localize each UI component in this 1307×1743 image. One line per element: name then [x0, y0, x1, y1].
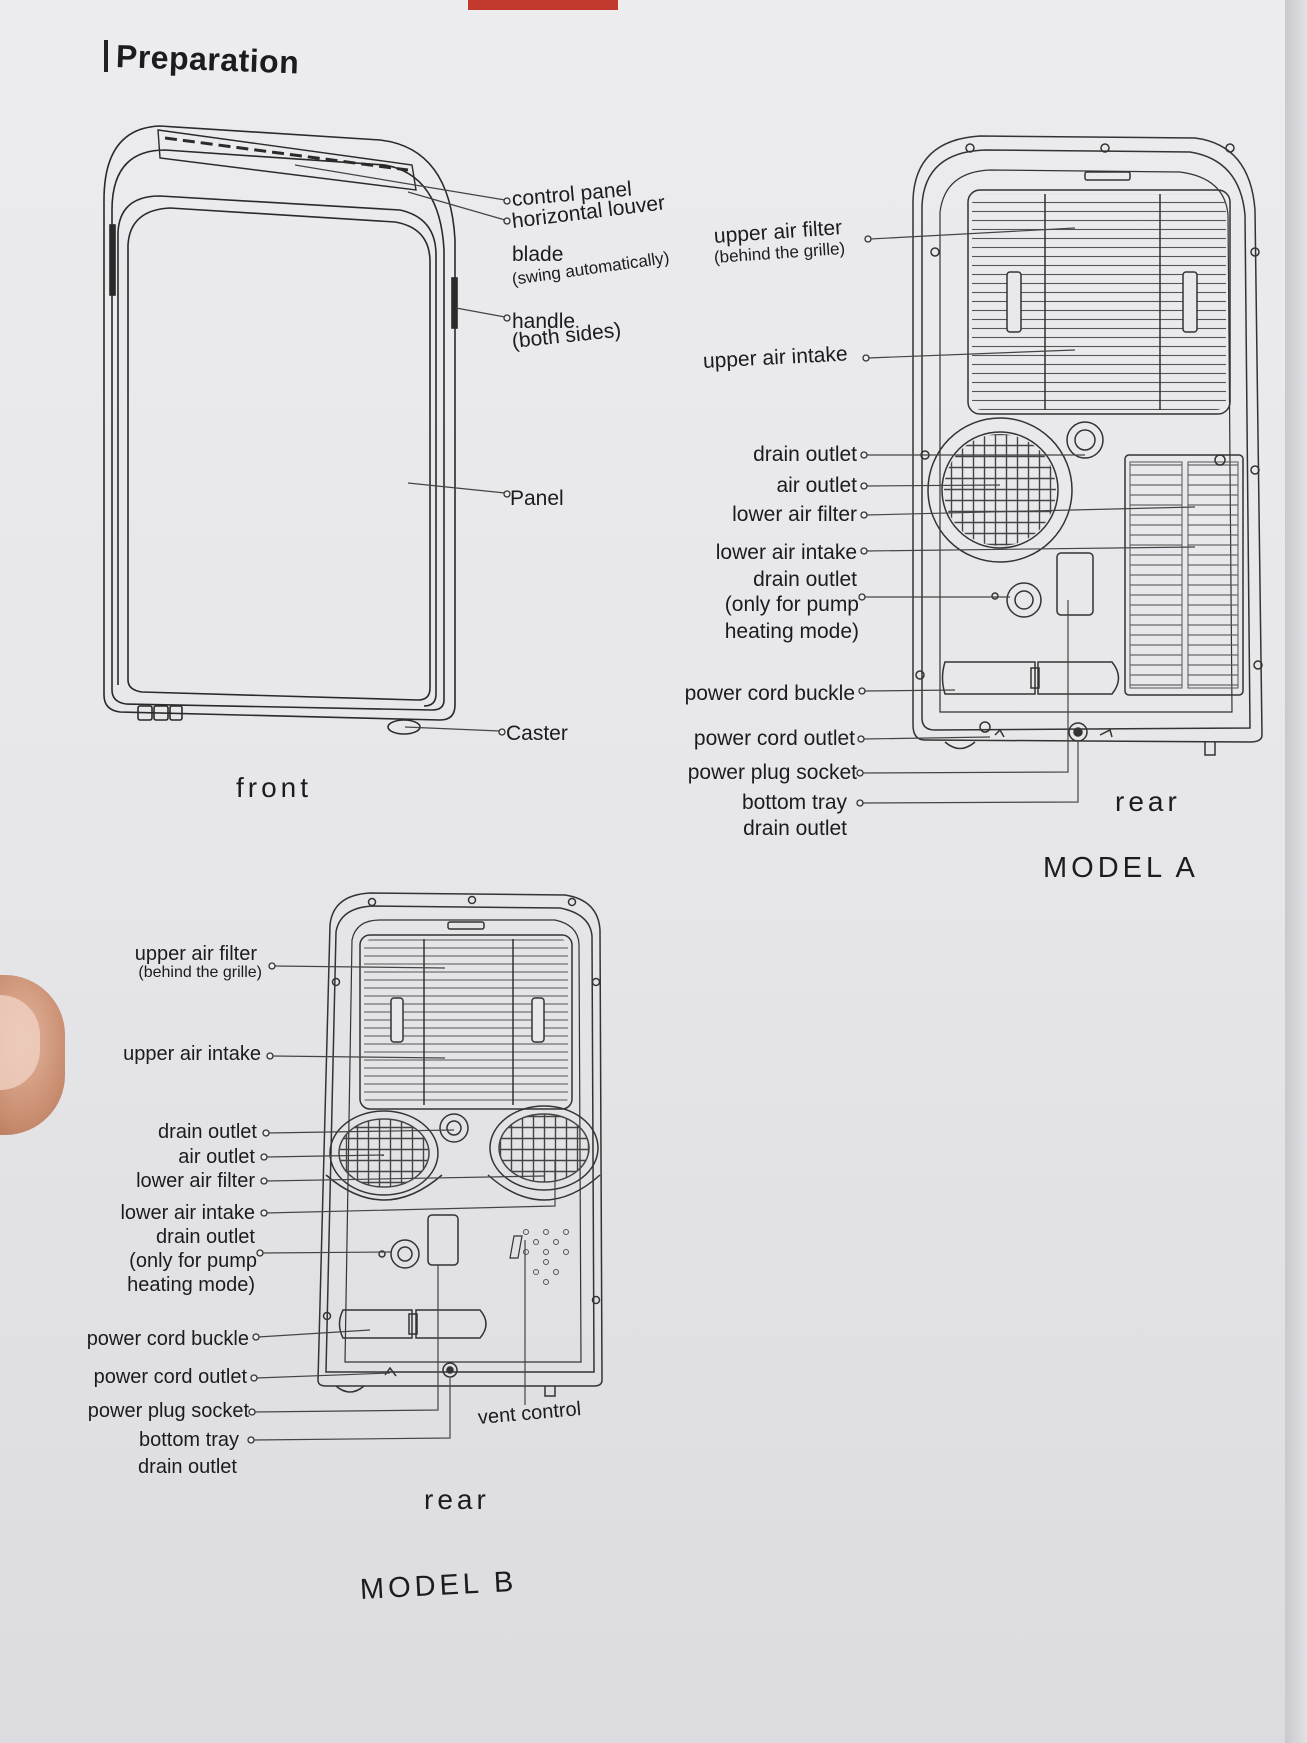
a-label-power-cord-outlet: power cord outlet	[693, 727, 855, 750]
b-label-bottom-tray: bottom tray	[138, 1429, 239, 1451]
b-label-power-cord-outlet: power cord outlet	[93, 1366, 247, 1388]
model-b-leader-dots	[247, 962, 276, 1444]
a-label-drain-outlet: drain outlet	[753, 443, 857, 466]
a-label-lower-air-filter: lower air filter	[732, 503, 857, 526]
b-label-pump-line1: (only for pump	[129, 1250, 257, 1272]
front-leader-dots	[498, 197, 511, 736]
title-accent-bar	[104, 40, 108, 72]
a-label-power-cord-buckle: power cord buckle	[684, 682, 855, 705]
front-leader-lines	[294, 164, 506, 732]
b-label-drain-outlet-pump: drain outlet	[156, 1226, 255, 1248]
b-label-lower-air-intake: lower air intake	[120, 1202, 255, 1224]
label-panel: Panel	[510, 487, 564, 510]
b-label-air-outlet: air outlet	[178, 1146, 255, 1168]
b-label-drain-outlet: drain outlet	[158, 1121, 257, 1143]
b-label-power-cord-buckle: power cord buckle	[86, 1328, 249, 1350]
b-label-behind-grille: (behind the grille)	[138, 964, 262, 981]
b-label-upper-air-filter: upper air filter	[134, 943, 257, 965]
a-label-power-plug-socket: power plug socket	[687, 761, 857, 784]
a-label-pump-line1: (only for pump	[724, 593, 859, 616]
label-blade: blade	[512, 243, 564, 266]
model-a-leader-lines	[861, 227, 1196, 804]
a-label-lower-air-intake: lower air intake	[715, 541, 857, 564]
b-label-pump-line2: heating mode)	[127, 1274, 255, 1296]
a-label-drain-outlet-pump: drain outlet	[753, 568, 857, 591]
b-label-upper-air-intake: upper air intake	[123, 1043, 261, 1065]
model-a-title: MODEL A	[1043, 852, 1199, 884]
label-caster: Caster	[506, 722, 568, 745]
b-label-power-plug-socket: power plug socket	[87, 1400, 249, 1422]
a-label-bottom-tray: bottom tray	[741, 791, 847, 814]
front-caption: front	[236, 772, 313, 803]
a-label-pump-line2: heating mode)	[724, 620, 859, 643]
a-label-bottom-tray-drain: drain outlet	[743, 817, 847, 840]
b-label-lower-air-filter: lower air filter	[136, 1170, 255, 1192]
model-b-leader-lines	[252, 965, 556, 1441]
model-a-leader-dots	[856, 235, 872, 807]
label-handle: handle	[512, 310, 576, 333]
model-b-rear-drawing	[317, 892, 603, 1397]
model-b-caption: rear	[424, 1484, 490, 1515]
a-label-air-outlet: air outlet	[776, 474, 857, 497]
top-fold	[450, 0, 620, 34]
next-page-edge	[1285, 0, 1307, 1743]
b-label-bottom-tray-drain: drain outlet	[138, 1456, 237, 1478]
front-unit-drawing	[103, 125, 458, 735]
model-a-rear-drawing	[912, 135, 1263, 756]
model-a-caption: rear	[1115, 786, 1181, 817]
thumb	[0, 975, 65, 1135]
